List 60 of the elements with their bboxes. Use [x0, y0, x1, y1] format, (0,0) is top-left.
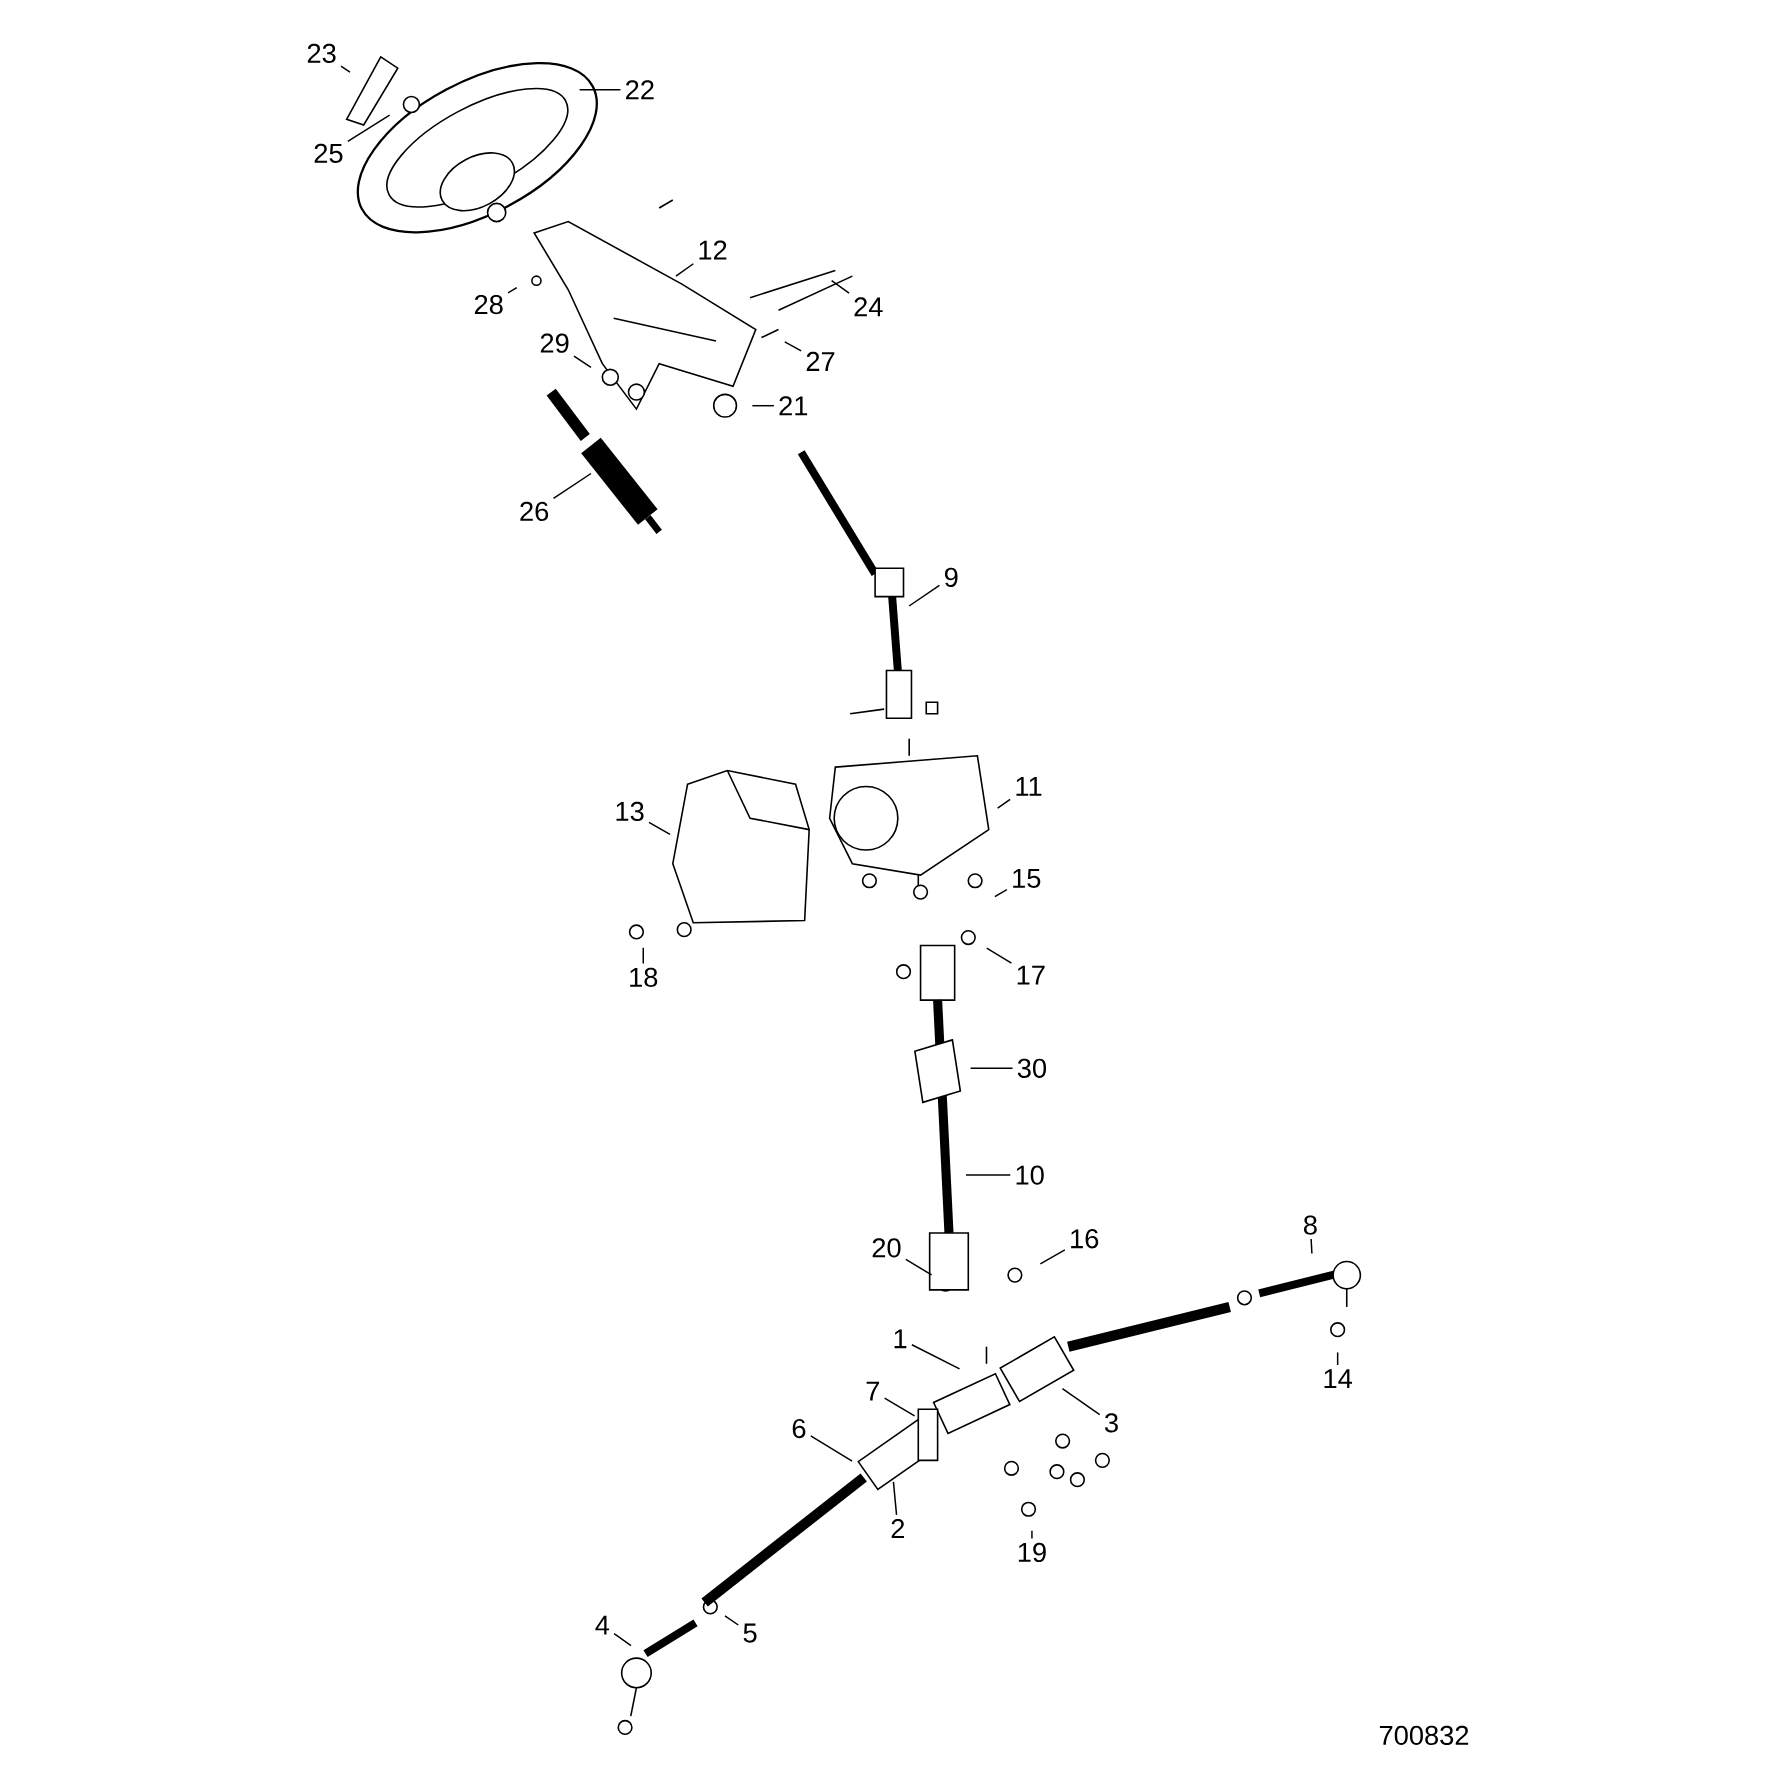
leader-line: [905, 1258, 933, 1276]
callout-number: 28: [474, 294, 503, 315]
leader-line: [1031, 1530, 1033, 1540]
leader-line: [1039, 1249, 1066, 1265]
callout-number: 18: [630, 967, 658, 987]
leader-line: [830, 279, 850, 294]
leader-line: [340, 65, 351, 73]
callout-number: 8: [1303, 1215, 1317, 1235]
callout-number: 7: [866, 1381, 880, 1401]
callout-number: 20: [872, 1238, 901, 1258]
leader-line: [883, 1397, 916, 1417]
leader-line: [1061, 1387, 1101, 1416]
leader-line: [1336, 1351, 1339, 1366]
callout-number: 4: [595, 1615, 610, 1635]
callout-number: 10: [1016, 1165, 1044, 1185]
callout-number: 1: [894, 1329, 907, 1349]
leader-line: [969, 1067, 1014, 1069]
leader-line: [578, 89, 622, 91]
callout-number: 11: [1016, 777, 1042, 796]
callout-number: 14: [1324, 1369, 1352, 1388]
callout-number: 2: [891, 1519, 905, 1539]
callout-number: 24: [854, 297, 883, 317]
callout-number: 22: [626, 80, 654, 100]
leader-line: [784, 341, 802, 352]
callout-number: 17: [1017, 965, 1045, 985]
callout-number: 23: [307, 43, 336, 64]
leader-line: [1310, 1238, 1313, 1255]
callout-number: 13: [616, 801, 644, 822]
callout-number: 29: [540, 333, 569, 353]
callout-number: 30: [1017, 1058, 1047, 1078]
callout-number: 25: [314, 143, 343, 164]
leader-line: [911, 1344, 961, 1370]
leader-line: [613, 1632, 632, 1647]
leader-line: [573, 355, 592, 369]
leader-line: [724, 1615, 740, 1626]
leader-line: [552, 472, 592, 500]
callout-number: 26: [520, 501, 549, 522]
leader-line: [986, 947, 1013, 964]
leader-line: [751, 404, 775, 407]
callout-number: 21: [779, 396, 808, 416]
leader-line: [507, 286, 518, 294]
callout-number: 3: [1104, 1413, 1118, 1433]
leader-line: [892, 1481, 898, 1516]
leader-line: [908, 584, 941, 607]
leader-line: [965, 1174, 1012, 1176]
callout-number: 12: [699, 240, 727, 260]
leader-line: [648, 821, 671, 835]
leader-line: [642, 947, 644, 965]
callout-number: 27: [806, 351, 835, 371]
callout-number: 5: [743, 1623, 757, 1643]
callout-number: 19: [1018, 1542, 1046, 1563]
callout-number: 9: [944, 567, 958, 587]
callout-number: 15: [1013, 868, 1041, 888]
leader-line: [994, 888, 1008, 898]
leader-line: [675, 263, 695, 277]
leader-line: [810, 1435, 853, 1462]
figure-number: 700832: [1379, 1725, 1469, 1746]
callout-number: 16: [1071, 1229, 1099, 1249]
callout-number: 6: [792, 1418, 806, 1439]
leader-line: [996, 798, 1011, 809]
